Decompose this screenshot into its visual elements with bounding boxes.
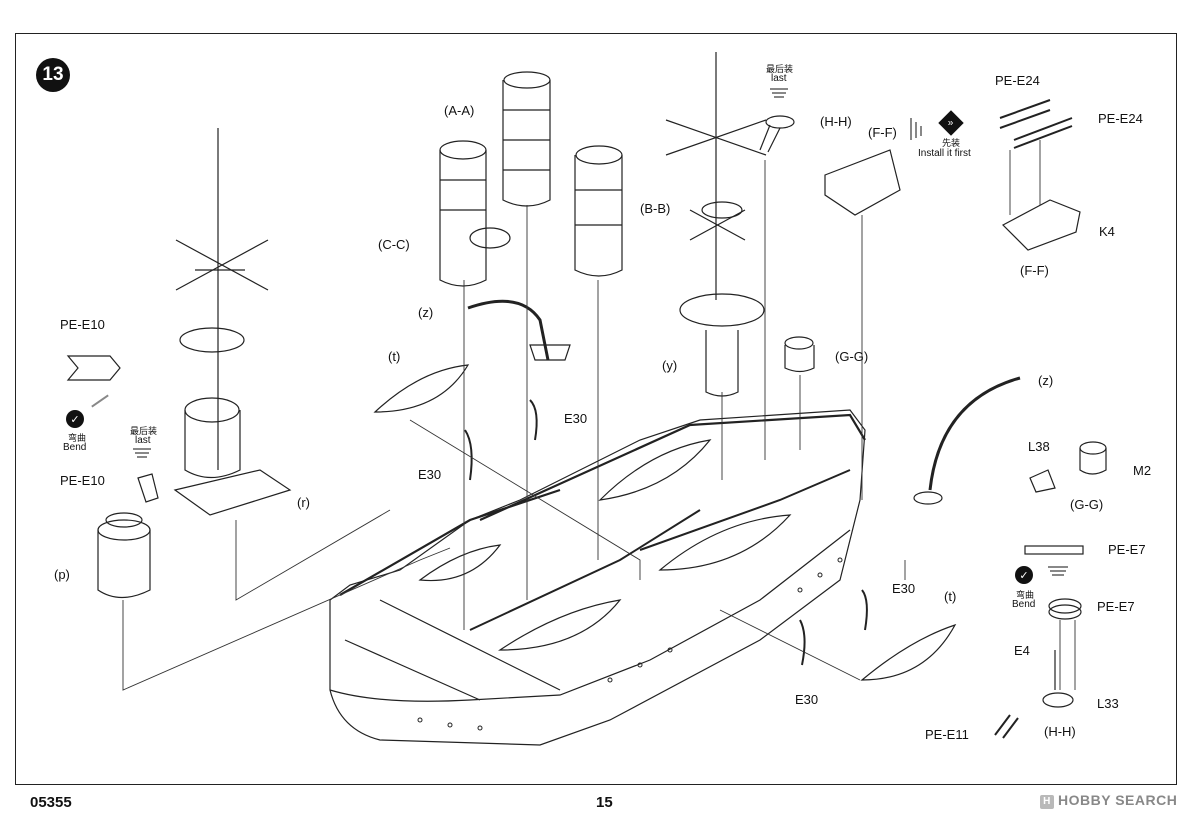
label-pe-e11: PE-E11: [925, 727, 969, 742]
label-e30-d: E30: [795, 692, 819, 707]
label-m2: M2: [1133, 463, 1152, 478]
label-e30-b: E30: [418, 467, 442, 482]
watermark-logo-icon: H: [1040, 795, 1054, 809]
label-pe-e24-a: PE-E24: [995, 73, 1040, 88]
label-e4: E4: [1014, 643, 1030, 658]
watermark: H HOBBY SEARCH: [1040, 792, 1177, 809]
bend-instruction: Bend: [63, 442, 87, 453]
watermark-text: HOBBY SEARCH: [1058, 792, 1178, 808]
install-first-instruction: Install it first: [918, 148, 971, 159]
deck-boat-1: [598, 439, 712, 501]
product-code: 05355: [30, 794, 72, 811]
label-hh-bottom: (H-H): [1044, 724, 1076, 739]
bend-icon-right: ✓: [1015, 566, 1033, 584]
label-gg-right: (G-G): [1070, 497, 1104, 512]
label-gg-mid: (G-G): [835, 349, 869, 364]
bend-icon: ✓: [66, 410, 84, 428]
bend-instruction-cn-right: 弯曲: [1016, 590, 1035, 600]
last-instruction: last: [771, 73, 787, 84]
label-pe-e24-b: PE-E24: [1098, 111, 1143, 126]
hull-outline: [329, 409, 866, 746]
last-instruction-cn: 最后装: [766, 64, 794, 74]
deck-boat-3: [498, 599, 622, 651]
label-e30-c: E30: [892, 581, 916, 596]
label-z-left: (z): [418, 305, 434, 320]
label-ff-top: (F-F): [868, 125, 897, 140]
boat-right: [860, 623, 957, 681]
hull-railing: [339, 413, 866, 596]
label-aa: (A-A): [444, 103, 475, 118]
label-ff-right: (F-F): [1020, 263, 1049, 278]
label-hh-top: (H-H): [820, 114, 852, 129]
label-p: (p): [54, 567, 70, 582]
label-y: (y): [662, 358, 678, 373]
label-e30-a: E30: [564, 411, 588, 426]
label-l33: L33: [1097, 696, 1119, 711]
boat-left: [373, 364, 470, 413]
label-t-right: (t): [944, 589, 957, 604]
last-instruction-left: last: [135, 435, 151, 446]
label-z-right: (z): [1038, 373, 1054, 388]
label-pe-e7-b: PE-E7: [1097, 599, 1135, 614]
last-instruction-cn-left: 最后装: [130, 426, 158, 436]
label-pe-e10-a: PE-E10: [60, 317, 105, 332]
label-cc: (C-C): [378, 237, 410, 252]
label-k4: K4: [1099, 224, 1115, 239]
deck-boat-4: [418, 544, 502, 582]
install-first-cn: 先装: [942, 138, 961, 148]
bend-instruction-right: Bend: [1012, 599, 1036, 610]
label-l38: L38: [1028, 439, 1050, 454]
label-pe-e10-b: PE-E10: [60, 473, 105, 488]
label-bb: (B-B): [640, 201, 671, 216]
step-number-badge: 13: [36, 58, 70, 92]
label-pe-e7-a: PE-E7: [1108, 542, 1146, 557]
page-number: 15: [596, 794, 613, 811]
label-t-left: (t): [388, 349, 401, 364]
page-frame: [15, 33, 1177, 785]
deck-boat-2: [658, 514, 792, 571]
bend-instruction-cn: 弯曲: [68, 433, 87, 443]
label-r: (r): [297, 495, 310, 510]
